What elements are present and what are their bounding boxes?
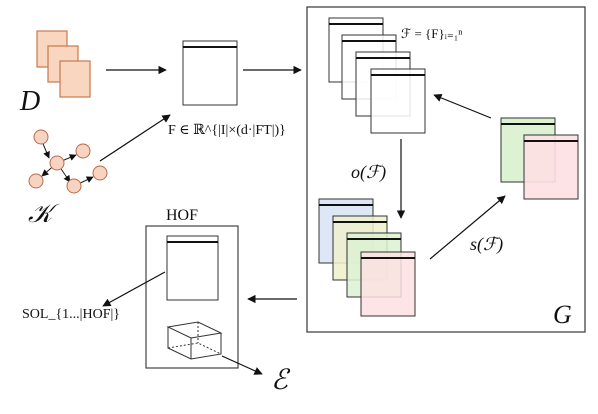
label-d: D	[19, 86, 40, 117]
selected-pair-stack	[500, 117, 579, 200]
wireframe-box-icon	[166, 321, 223, 360]
feature-matrix-icon	[182, 40, 238, 106]
knowledge-graph-icon	[28, 129, 108, 194]
g-container	[306, 6, 586, 333]
label-g: G	[553, 300, 572, 329]
label-operator-s: s(ℱ)	[470, 234, 503, 255]
label-e: ℰ	[271, 365, 291, 396]
label-sol: SOL_{1...|HOF|}	[22, 307, 120, 322]
label-feature-matrix: F ∈ ℝ^{|I|×(d·|FT|)}	[168, 123, 286, 138]
offspring-stack	[318, 198, 416, 317]
label-hof: HOF	[166, 207, 198, 224]
hof-matrix-icon	[166, 235, 219, 301]
arrow-k-to-f	[99, 114, 171, 162]
label-feature-set: ℱ = {F}ᵢ₌₁ⁿ	[401, 26, 462, 41]
arrow-pair-to-feature-set	[433, 93, 492, 119]
label-operator-o: o(ℱ)	[351, 162, 386, 183]
arrow-operator-s	[429, 195, 506, 260]
feature-set-stack	[328, 17, 426, 134]
dataset-icon	[36, 30, 91, 98]
label-k: 𝒦	[28, 199, 60, 228]
arrow-cube-to-e	[221, 355, 263, 375]
arrow-hof-to-sol	[102, 271, 166, 307]
